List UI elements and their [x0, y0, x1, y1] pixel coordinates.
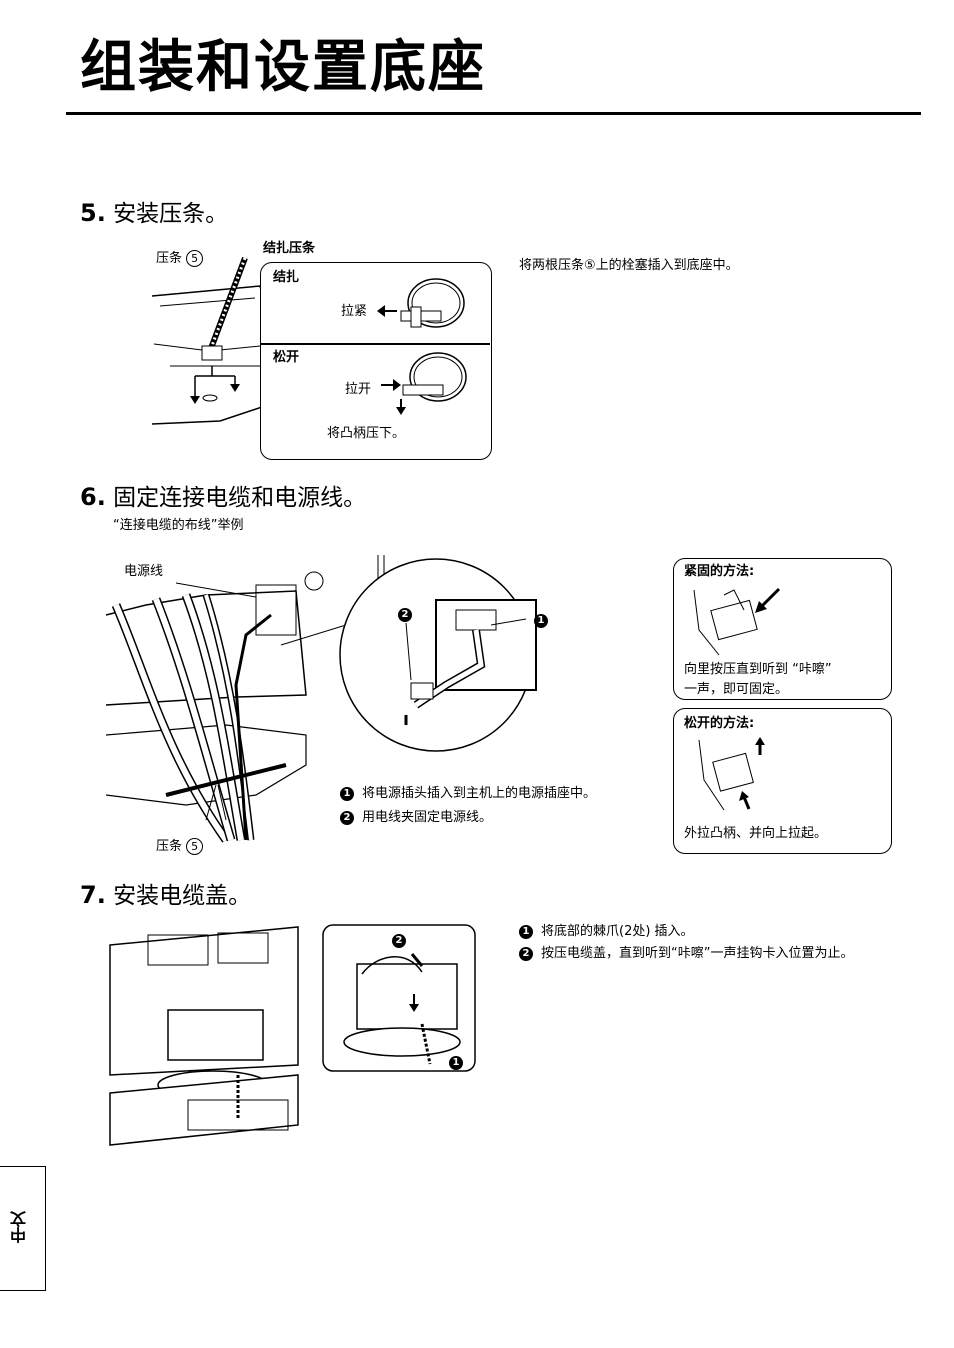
section7-heading-text: 安装电缆盖。: [113, 883, 251, 909]
section7-number: 7.: [80, 881, 106, 909]
language-tab-label: 中文: [8, 1211, 32, 1243]
tie-band-panel-title: 结扎压条: [263, 240, 315, 258]
tie-band-panel: 结扎 拉紧 松开 拉开 将凸柄压下。: [260, 262, 492, 460]
step-2-badge: 2: [519, 947, 533, 961]
fasten-method-box: 紧固的方法: 向里按压直到听到 “咔嚓” 一声，即可固定。: [673, 558, 892, 700]
section7-step-2: 2 按压电缆盖，直到听到“咔嚓”一声挂钩卡入位置为止。: [519, 945, 939, 963]
step-1-badge: 1: [340, 787, 354, 801]
section5-heading-text: 安装压条。: [113, 201, 228, 227]
section6-steps: 1 将电源插头插入到主机上的电源插座中。 2 用电线夹固定电源线。: [340, 785, 660, 827]
clamp-release-icon: [694, 735, 784, 815]
fasten-text-2: 一声，即可固定。: [684, 681, 788, 699]
section5-instruction: 将两根压条⑤上的栓塞插入到底座中。: [519, 257, 739, 275]
section7-step-1: 1 将底部的棘爪(2处) 插入。: [519, 923, 939, 941]
clamp-fasten-icon: [689, 585, 789, 655]
section7-steps: 1 将底部的棘爪(2处) 插入。 2 按压电缆盖，直到听到“咔嚓”一声挂钩卡入位…: [519, 923, 939, 963]
section7-heading: 7. 安装电缆盖。: [80, 880, 251, 911]
section6-heading: 6. 固定连接电缆和电源线。: [80, 482, 366, 513]
step-2-badge: 2: [340, 811, 354, 825]
section6-band-label: 压条 5: [156, 838, 203, 856]
language-tab: 中文: [0, 1166, 46, 1291]
section6-step-1: 1 将电源插头插入到主机上的电源插座中。: [340, 785, 660, 803]
loosen-label: 松开: [273, 349, 299, 367]
release-text: 外拉凸柄、并向上拉起。: [684, 825, 827, 843]
section6-subheading: “连接电缆的布线”举例: [113, 517, 243, 535]
callout-2-badge: 2: [398, 608, 412, 622]
section5-heading: 5. 安装压条。: [80, 198, 228, 229]
open-label: 拉开: [345, 381, 371, 399]
tighten-label: 拉紧: [341, 303, 367, 321]
section7-callout-2-badge: 2: [392, 934, 406, 948]
section6-number: 6.: [80, 483, 106, 511]
fasten-title: 紧固的方法:: [684, 563, 754, 581]
panel-divider: [261, 343, 490, 345]
step-1-badge: 1: [519, 925, 533, 939]
band-number-badge: 5: [186, 838, 203, 855]
callout-1-badge: 1: [534, 614, 548, 628]
title-divider: [66, 112, 921, 115]
release-title: 松开的方法:: [684, 715, 754, 733]
section7-callout-1-badge: 1: [449, 1056, 463, 1070]
section6-heading-text: 固定连接电缆和电源线。: [113, 485, 366, 511]
tie-label: 结扎: [273, 269, 299, 287]
pedestal-band-illustration: [150, 256, 270, 426]
fasten-text-1: 向里按压直到听到 “咔嚓”: [684, 661, 832, 679]
section6-step-2: 2 用电线夹固定电源线。: [340, 809, 660, 827]
page-title: 组装和设置底座: [80, 28, 486, 108]
section5-number: 5.: [80, 199, 106, 227]
band-tighten-icon: [371, 273, 471, 343]
cable-cover-illustration: [108, 925, 308, 1150]
release-method-box: 松开的方法: 外拉凸柄、并向上拉起。: [673, 708, 892, 854]
press-lever-label: 将凸柄压下。: [327, 425, 405, 443]
band-release-icon: [373, 347, 473, 427]
